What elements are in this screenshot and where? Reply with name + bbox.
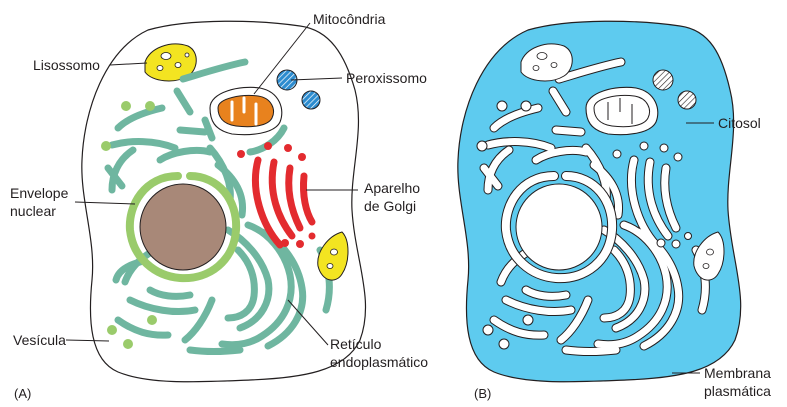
panel-tag-b: (B) — [474, 386, 491, 401]
panel-tag-a: (A) — [14, 386, 31, 401]
label-reticulo-1: Retículo — [330, 336, 382, 352]
nucleus-b — [516, 184, 602, 270]
label-mitocondria: Mitocôndria — [313, 11, 386, 27]
peroxisome-b-2 — [678, 91, 696, 109]
label-vesicula: Vesícula — [13, 332, 66, 348]
label-envelope-2: nuclear — [10, 203, 56, 219]
peroxisome-b-1 — [653, 70, 673, 90]
label-membrana-2: plasmática — [704, 383, 771, 399]
panel-a-cell — [82, 21, 366, 382]
label-envelope-1: Envelope — [10, 185, 69, 201]
mitochondrion-b — [586, 87, 658, 134]
label-citosol: Citosol — [718, 115, 761, 131]
panel-b-cell — [458, 21, 741, 382]
label-lisossomo: Lisossomo — [33, 57, 100, 73]
mitochondrion-a — [210, 87, 282, 134]
label-golgi-1: Aparelho — [364, 180, 420, 196]
label-reticulo-2: endoplasmático — [330, 354, 428, 370]
label-peroxissomo: Peroxissomo — [346, 70, 427, 86]
label-golgi-2: de Golgi — [364, 198, 416, 214]
peroxisome-a-2 — [302, 91, 320, 109]
nucleus-a — [140, 184, 226, 270]
label-membrana-1: Membrana — [704, 365, 771, 381]
